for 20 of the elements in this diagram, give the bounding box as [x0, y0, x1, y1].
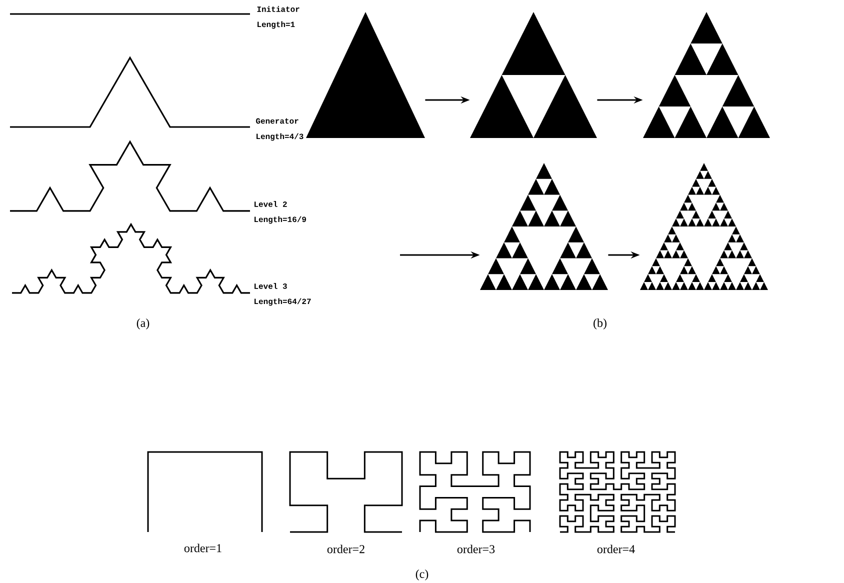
panel-label: (c)	[416, 570, 428, 580]
order-label: order=3	[457, 544, 495, 554]
sierpinski-triangle-drawing	[643, 12, 770, 138]
koch-label: Level 2	[254, 201, 287, 207]
order-label: order=4	[597, 544, 635, 554]
sierpinski-triangle-drawing	[640, 163, 768, 290]
koch-label: Length=16/9	[254, 216, 306, 224]
koch-label: Initiator	[257, 6, 300, 12]
panel-label: (a)	[136, 318, 150, 330]
koch-label: Generator	[256, 118, 298, 124]
panel-label: (b)	[594, 318, 606, 330]
sierpinski-triangle-drawing	[470, 12, 597, 138]
koch-label: Length=1	[258, 21, 295, 29]
order-label: order=1	[184, 544, 222, 552]
koch-label: Level 3	[254, 283, 287, 289]
koch-label: Length=64/27	[254, 298, 311, 306]
order-label: order=2	[327, 544, 364, 554]
sierpinski-triangle-drawing	[480, 163, 608, 290]
sierpinski-triangle-drawing	[306, 12, 425, 138]
koch-label: Length=4/3	[256, 133, 304, 141]
